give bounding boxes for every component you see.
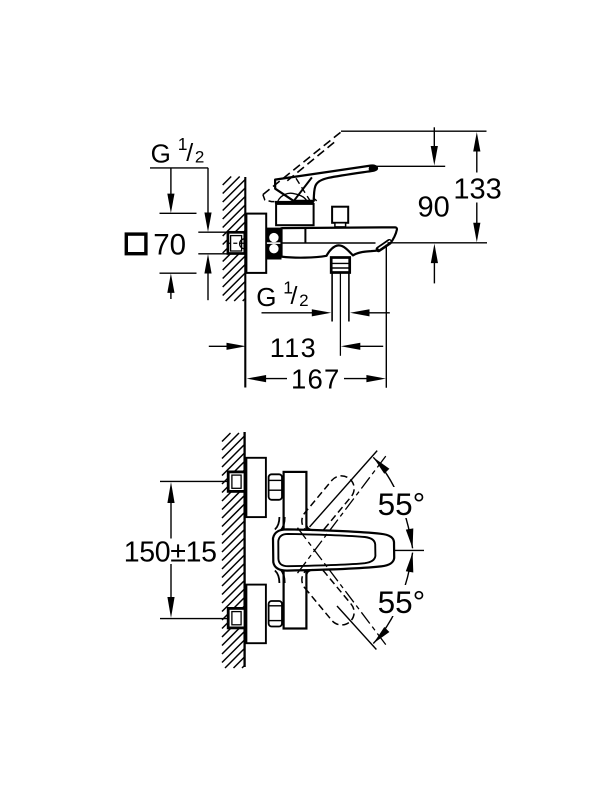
svg-text:G: G xyxy=(151,139,171,169)
svg-text:167: 167 xyxy=(291,363,340,394)
svg-text:2: 2 xyxy=(195,148,204,167)
svg-text:133: 133 xyxy=(453,174,501,206)
svg-text:113: 113 xyxy=(270,333,317,363)
svg-text:90: 90 xyxy=(418,192,450,224)
svg-text:/: / xyxy=(291,282,298,310)
svg-text:70: 70 xyxy=(153,229,186,262)
svg-text:55°: 55° xyxy=(378,486,426,522)
svg-text:150±15: 150±15 xyxy=(124,537,217,569)
svg-text:2: 2 xyxy=(299,291,308,310)
svg-text:/: / xyxy=(186,139,193,167)
svg-text:G: G xyxy=(256,282,276,312)
svg-text:1: 1 xyxy=(283,277,293,297)
svg-text:1: 1 xyxy=(178,134,188,154)
svg-text:55°: 55° xyxy=(378,584,426,620)
